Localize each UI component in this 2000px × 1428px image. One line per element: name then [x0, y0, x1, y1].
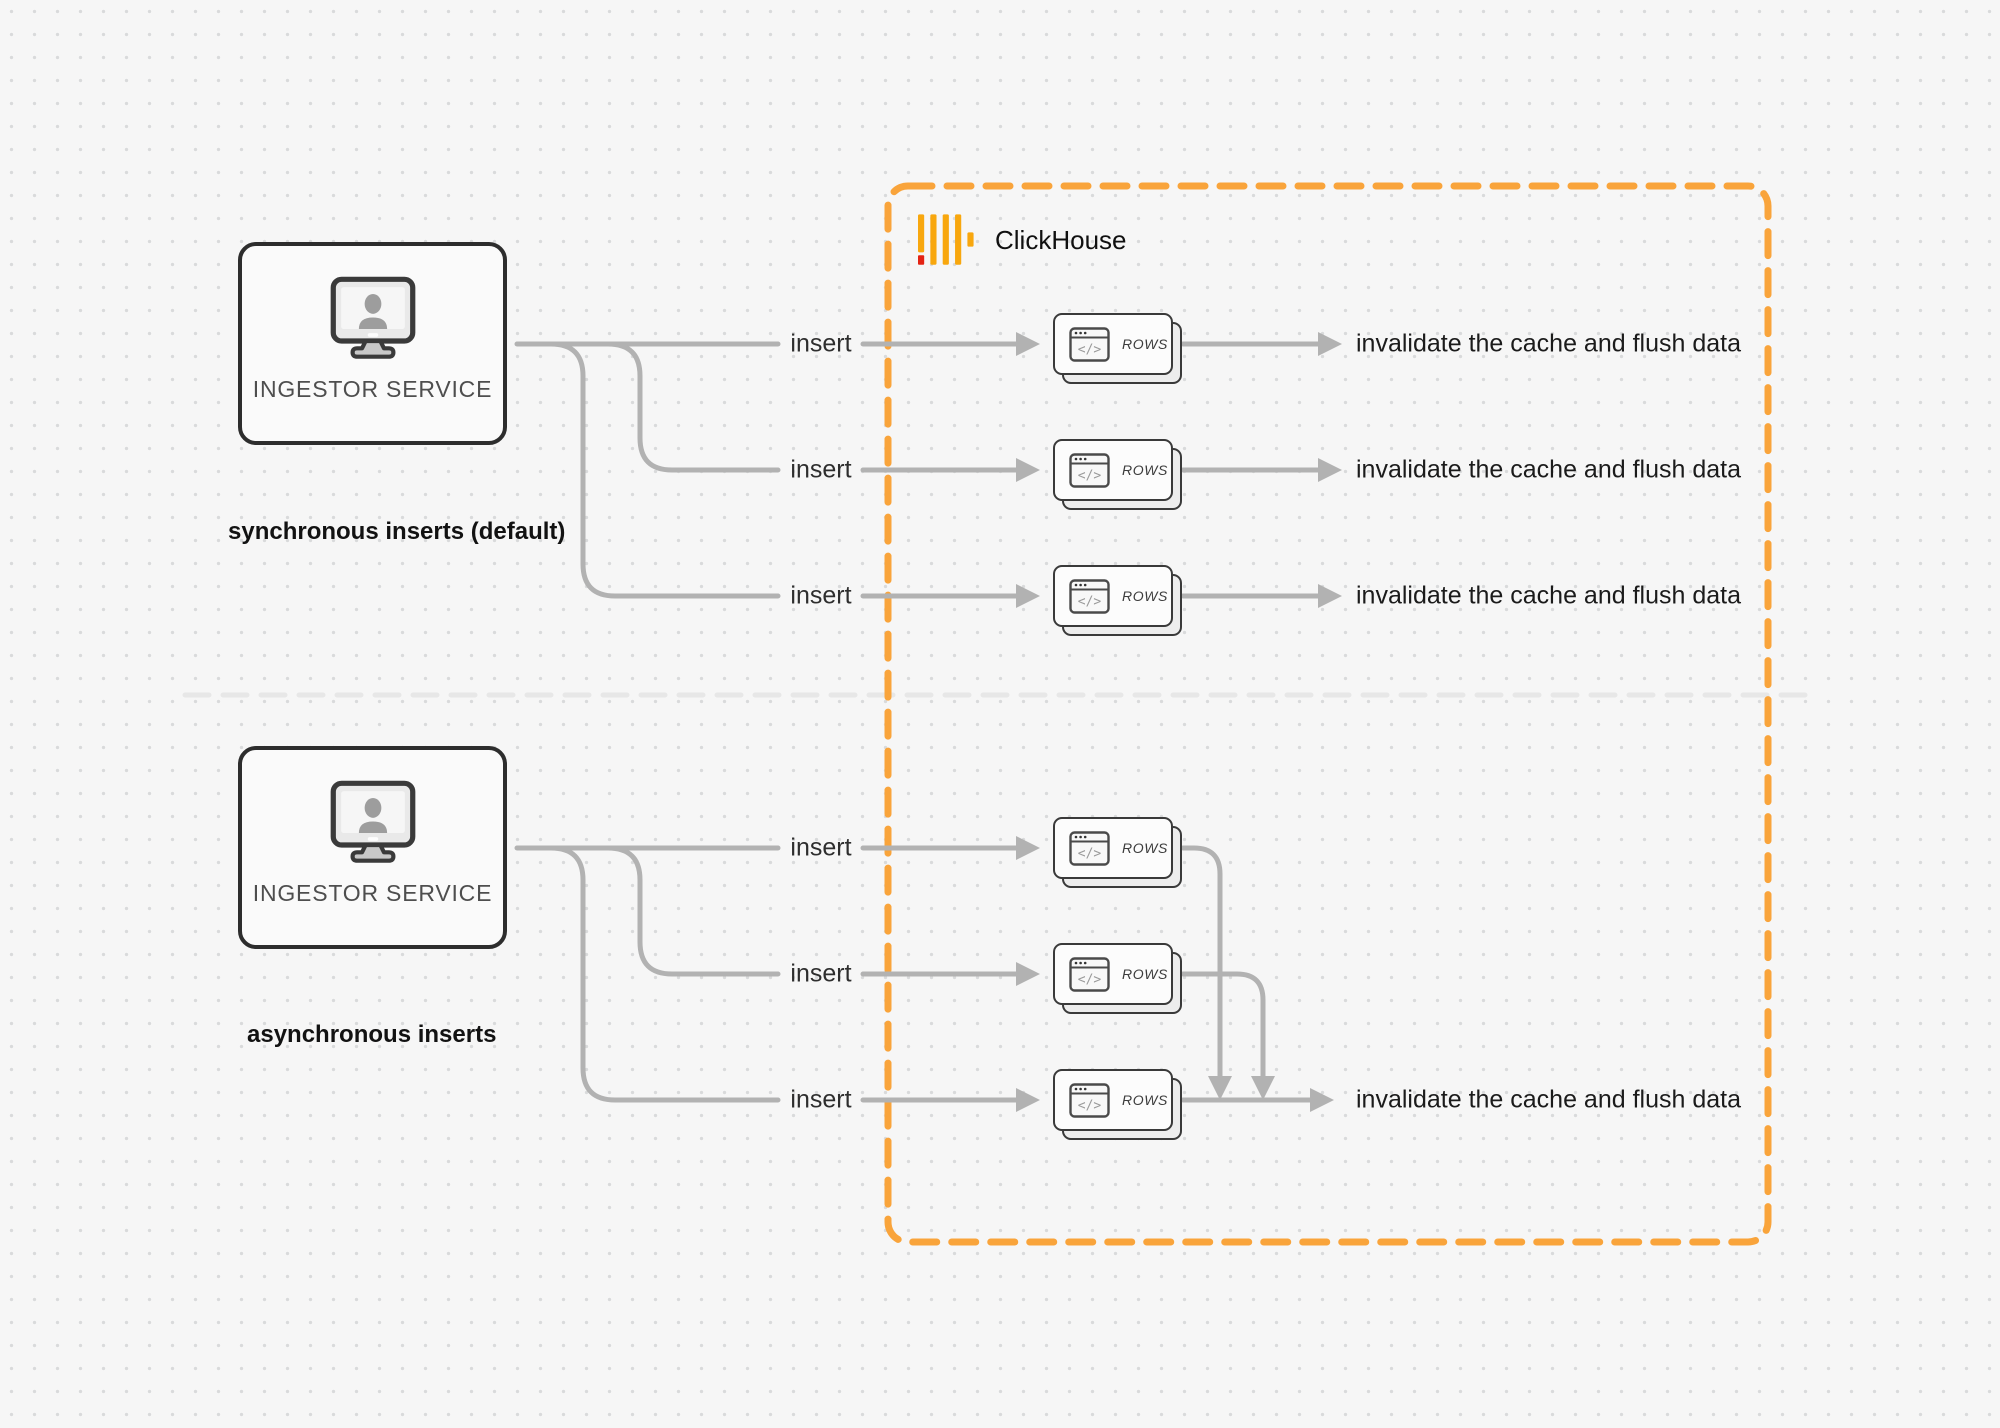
arrowhead-icon	[1310, 1088, 1334, 1112]
code-window-icon: </>	[1069, 956, 1110, 992]
code-window-icon: </>	[1069, 578, 1110, 614]
rows-label: ROWS	[1122, 462, 1168, 478]
clickhouse-logo-icon	[918, 214, 974, 265]
sync-result-label-1: invalidate the cache and flush data	[1356, 329, 1741, 358]
ingestor-service-box-sync: INGESTOR SERVICE	[238, 242, 507, 445]
arrowhead-icon	[1016, 584, 1040, 608]
arrowhead-icon	[1016, 962, 1040, 986]
sync-caption: synchronous inserts (default)	[228, 518, 566, 545]
arrowhead-icon	[1016, 458, 1040, 482]
async-flush-line-1	[1180, 845, 1223, 1079]
rows-card-front: </> ROWS	[1053, 943, 1173, 1005]
rows-label: ROWS	[1122, 840, 1168, 856]
arrowhead-icon	[1318, 458, 1342, 482]
arrowhead-down-icon	[1208, 1076, 1232, 1100]
arrowhead-icon	[1016, 836, 1040, 860]
rows-card: </> ROWS	[1053, 943, 1182, 1014]
async-insert-label-2: insert	[790, 959, 852, 988]
code-window-icon: </>	[1069, 830, 1110, 866]
rows-label: ROWS	[1122, 1092, 1168, 1108]
rows-label: ROWS	[1122, 336, 1168, 352]
sync-branch-row3	[548, 341, 781, 599]
rows-card: </> ROWS	[1053, 1069, 1182, 1140]
rows-card-front: </> ROWS	[1053, 439, 1173, 501]
code-glyph: </>	[1078, 846, 1102, 861]
arrowhead-down-icon	[1251, 1076, 1275, 1100]
rows-card-front: </> ROWS	[1053, 1069, 1173, 1131]
code-glyph: </>	[1078, 1098, 1102, 1113]
sync-insert-label-1: insert	[790, 329, 852, 358]
code-glyph: </>	[1078, 468, 1102, 483]
clickhouse-title: ClickHouse	[995, 224, 1127, 255]
ingestor-service-box-async: INGESTOR SERVICE	[238, 746, 507, 949]
code-glyph: </>	[1078, 342, 1102, 357]
sync-insert-label-2: insert	[790, 455, 852, 484]
code-glyph: </>	[1078, 972, 1102, 987]
sync-result-label-3: invalidate the cache and flush data	[1356, 581, 1741, 610]
async-connectors	[514, 845, 1313, 1103]
arrowhead-icon	[1318, 584, 1342, 608]
rows-card: </> ROWS	[1053, 439, 1182, 510]
rows-label: ROWS	[1122, 588, 1168, 604]
sync-branch-row2	[605, 341, 781, 473]
async-caption: asynchronous inserts	[247, 1021, 497, 1048]
arrowhead-icon	[1318, 332, 1342, 356]
arrowhead-icon	[1016, 1088, 1040, 1112]
sync-result-label-2: invalidate the cache and flush data	[1356, 455, 1741, 484]
async-branch-row2	[605, 845, 781, 977]
rows-card: </> ROWS	[1053, 313, 1182, 384]
rows-label: ROWS	[1122, 966, 1168, 982]
sync-connectors	[514, 341, 1321, 599]
arrowhead-icon	[1016, 332, 1040, 356]
rows-card: </> ROWS	[1053, 565, 1182, 636]
sync-insert-label-3: insert	[790, 581, 852, 610]
rows-card-front: </> ROWS	[1053, 313, 1173, 375]
code-glyph: </>	[1078, 594, 1102, 609]
rows-card-front: </> ROWS	[1053, 817, 1173, 879]
monitor-user-icon	[330, 780, 415, 863]
async-branch-row3	[548, 845, 781, 1103]
async-result-label: invalidate the cache and flush data	[1356, 1085, 1741, 1114]
clickhouse-header: ClickHouse	[918, 213, 1127, 267]
code-window-icon: </>	[1069, 326, 1110, 362]
ingestor-service-label: INGESTOR SERVICE	[252, 880, 493, 906]
code-window-icon: </>	[1069, 1082, 1110, 1118]
ingestor-service-label: INGESTOR SERVICE	[252, 376, 493, 402]
async-flush-line-2	[1180, 971, 1266, 1079]
monitor-user-icon	[330, 276, 415, 359]
async-insert-label-1: insert	[790, 833, 852, 862]
async-insert-label-3: insert	[790, 1085, 852, 1114]
rows-card-front: </> ROWS	[1053, 565, 1173, 627]
rows-card: </> ROWS	[1053, 817, 1182, 888]
code-window-icon: </>	[1069, 452, 1110, 488]
